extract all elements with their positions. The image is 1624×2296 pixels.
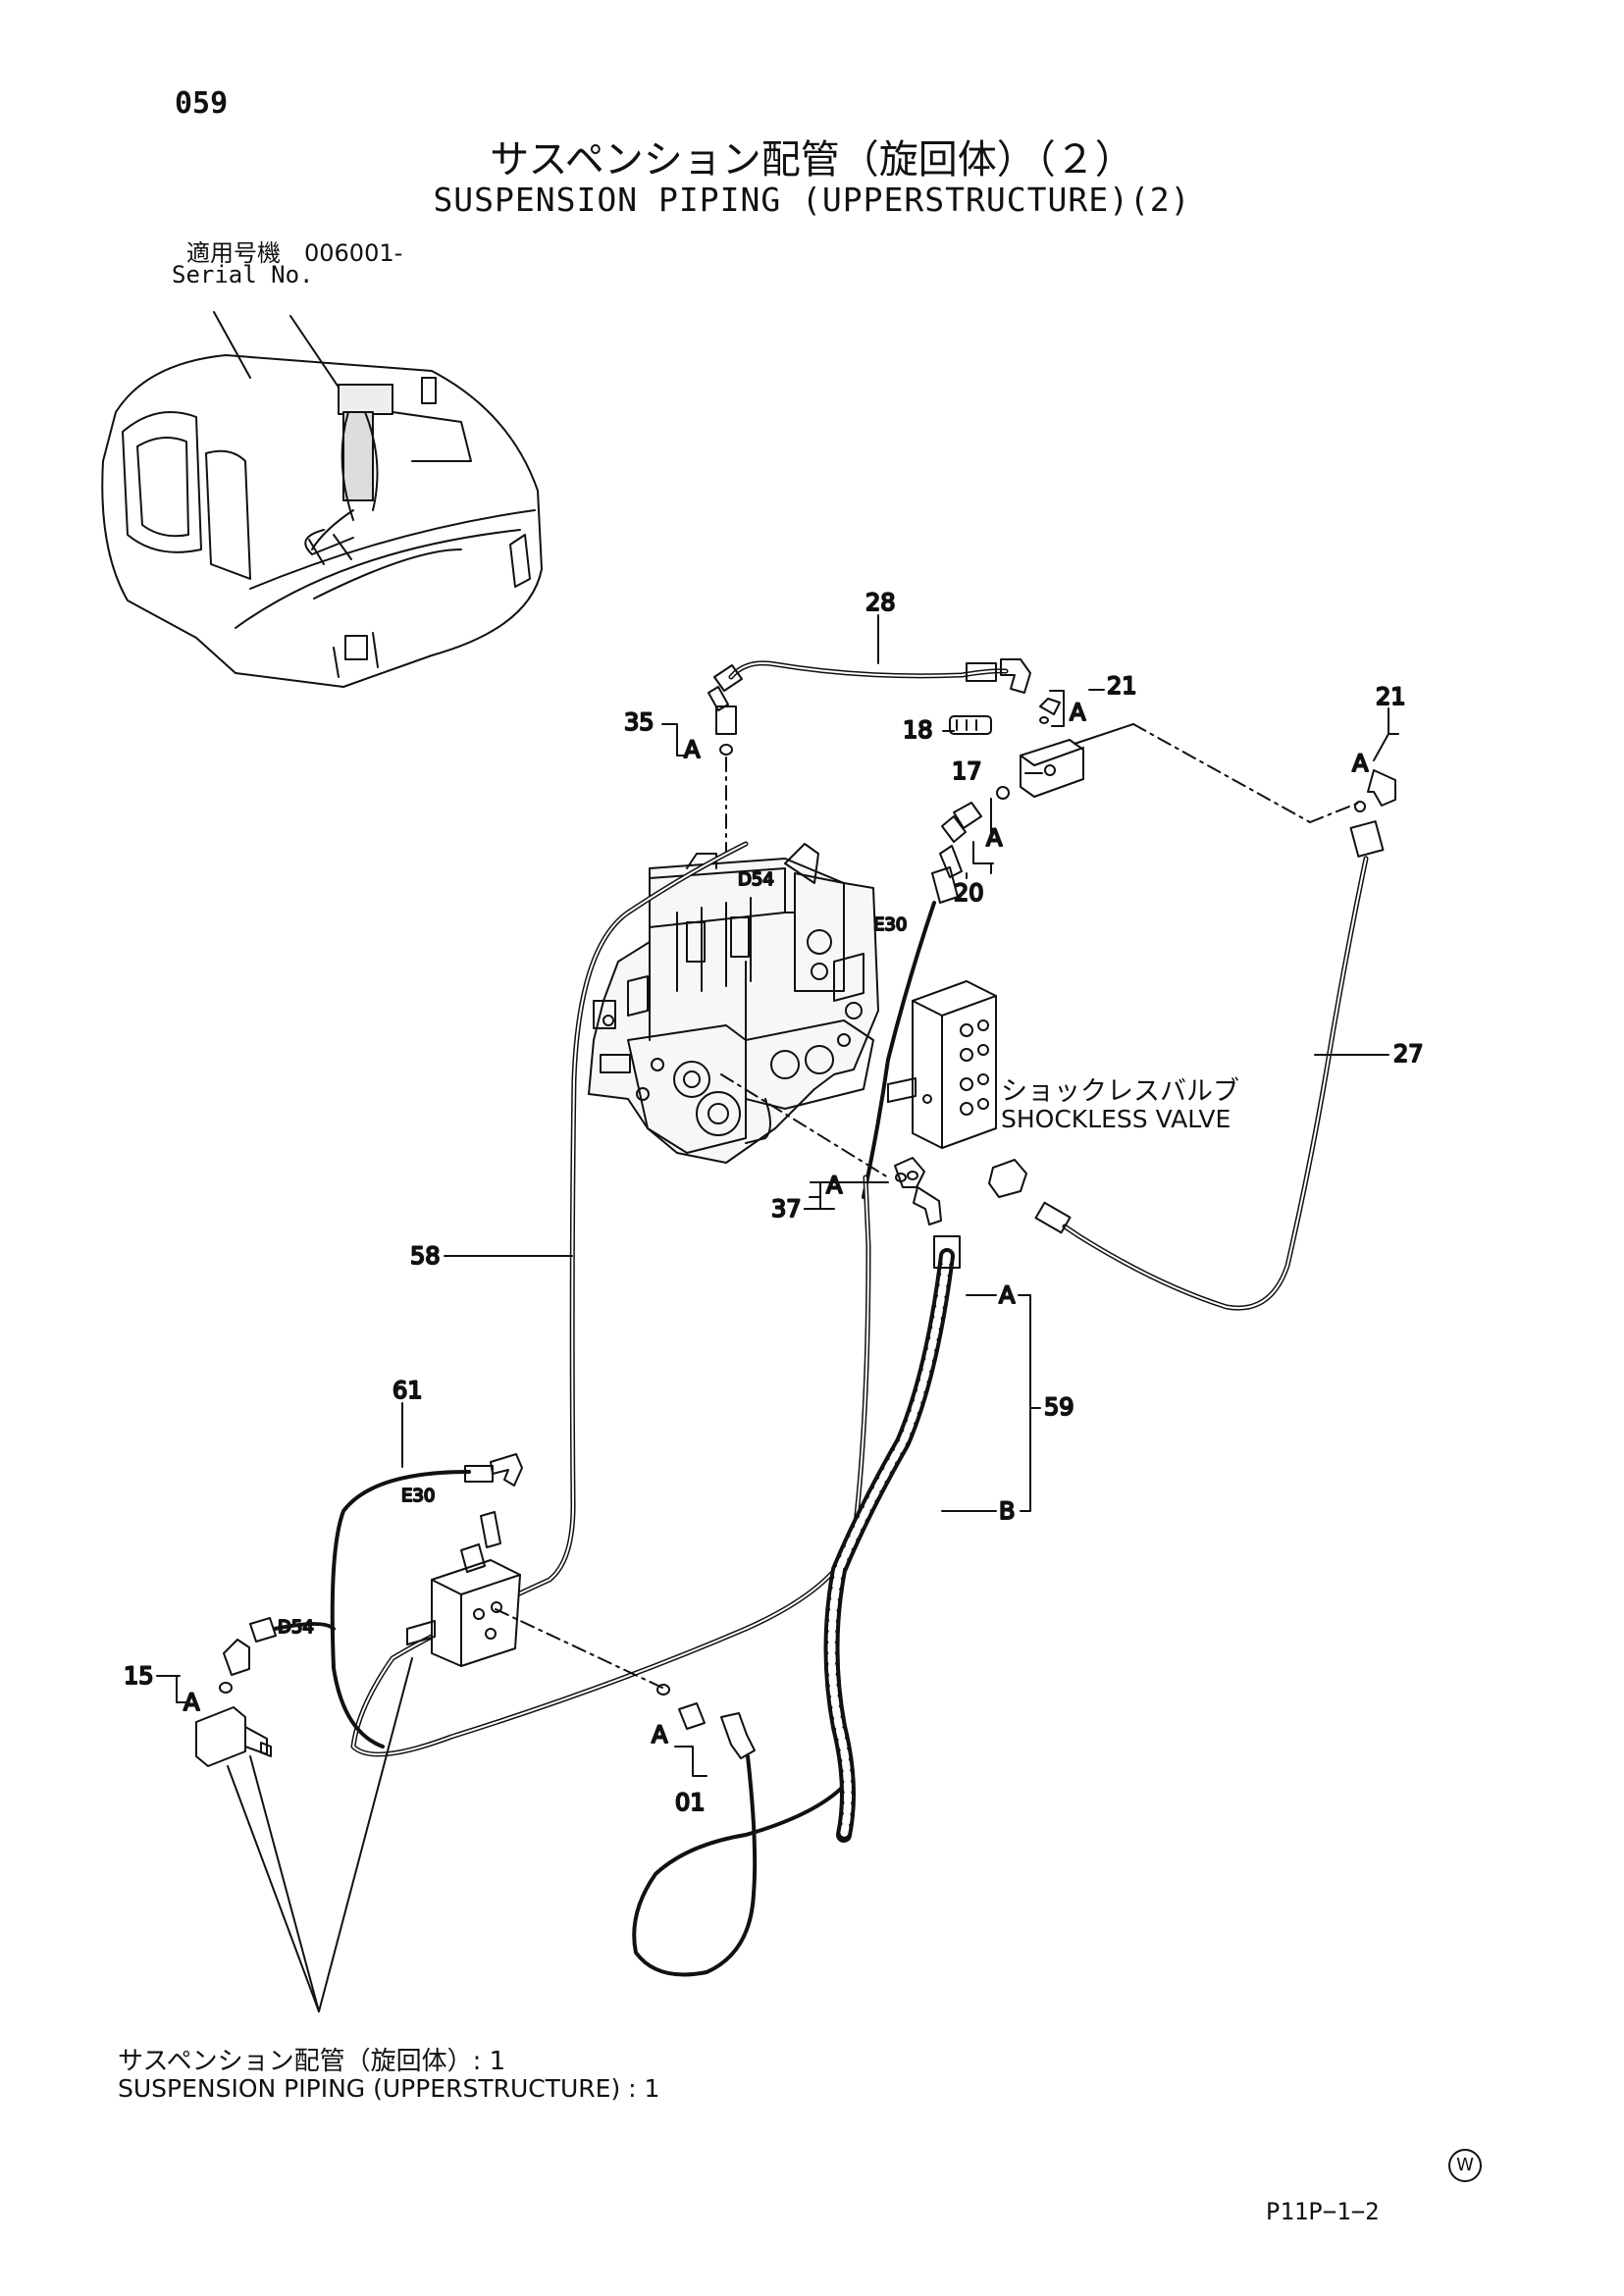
callout-27: 27 <box>1393 1040 1424 1068</box>
label-a-21: A <box>1070 699 1086 726</box>
hose-28 <box>707 658 1031 711</box>
callout-15: 15 <box>124 1662 154 1690</box>
label-a-01: A <box>652 1721 668 1748</box>
hose-61 <box>330 1402 523 1748</box>
fitting-01 <box>632 1684 846 1977</box>
label-a-20: A <box>986 824 1003 852</box>
hose-58 <box>350 841 871 1757</box>
callout-28: 28 <box>865 589 896 616</box>
label-a-21-right: A <box>1352 750 1369 777</box>
page-number: 059 <box>175 86 229 121</box>
lower-valve-block <box>406 1511 663 1689</box>
hose-mark-e30-upper: E30 <box>873 914 907 935</box>
title-japanese: サスペンション配管（旋回体）（２） <box>490 137 1134 183</box>
serial-label-english: Serial No. <box>172 261 314 288</box>
serial-label-japanese: 適用号機 006001- <box>186 239 403 267</box>
hose-mark-e30-lower: E30 <box>401 1486 435 1506</box>
document-code: P11P−1−2 <box>1266 2198 1380 2225</box>
label-a-15: A <box>183 1689 200 1716</box>
fitting-37 <box>720 1073 889 1210</box>
hose-59 <box>823 1157 1041 1843</box>
reference-label-english: SUSPENSION PIPING (UPPERSTRUCTURE) : 1 <box>118 2074 660 2103</box>
label-a-37: A <box>826 1172 843 1199</box>
shockless-valve <box>887 980 997 1149</box>
reference-label-japanese: サスペンション配管（旋回体）: 1 <box>118 2047 506 2076</box>
callout-01: 01 <box>675 1789 706 1816</box>
callout-37: 37 <box>771 1195 802 1223</box>
hose-e30-upper <box>862 845 963 1199</box>
callout-61: 61 <box>393 1377 423 1404</box>
hose-27 <box>988 733 1399 1311</box>
title-english: SUSPENSION PIPING (UPPERSTRUCTURE)(2) <box>433 181 1191 219</box>
excavator-overview-illustration <box>101 311 543 688</box>
fitting-15 <box>156 1617 336 1767</box>
label-b-59: B <box>999 1497 1015 1525</box>
block-17-assembly <box>941 690 1360 874</box>
fitting-35 <box>666 705 737 855</box>
callout-21-upper: 21 <box>1107 672 1137 700</box>
shockless-valve-label-japanese: ショックレスバルブ <box>1001 1076 1239 1107</box>
control-valve-assembly <box>588 843 879 1164</box>
reference-leader-lines <box>227 1657 413 2012</box>
label-a-59: A <box>999 1281 1016 1309</box>
callout-59: 59 <box>1044 1393 1074 1421</box>
callout-21-right: 21 <box>1376 683 1406 710</box>
callout-58: 58 <box>410 1242 441 1270</box>
label-a-35: A <box>684 736 701 763</box>
callout-20: 20 <box>954 879 984 907</box>
shockless-valve-label-english: SHOCKLESS VALVE <box>1001 1105 1231 1133</box>
callout-17: 17 <box>952 757 982 785</box>
callout-18: 18 <box>903 716 933 744</box>
callout-leaders <box>174 614 1389 1677</box>
hose-mark-d54-lower: D54 <box>278 1617 314 1638</box>
callout-35: 35 <box>624 708 655 736</box>
w-circle-mark: W <box>1448 2149 1482 2182</box>
hose-mark-d54-upper: D54 <box>738 869 774 890</box>
